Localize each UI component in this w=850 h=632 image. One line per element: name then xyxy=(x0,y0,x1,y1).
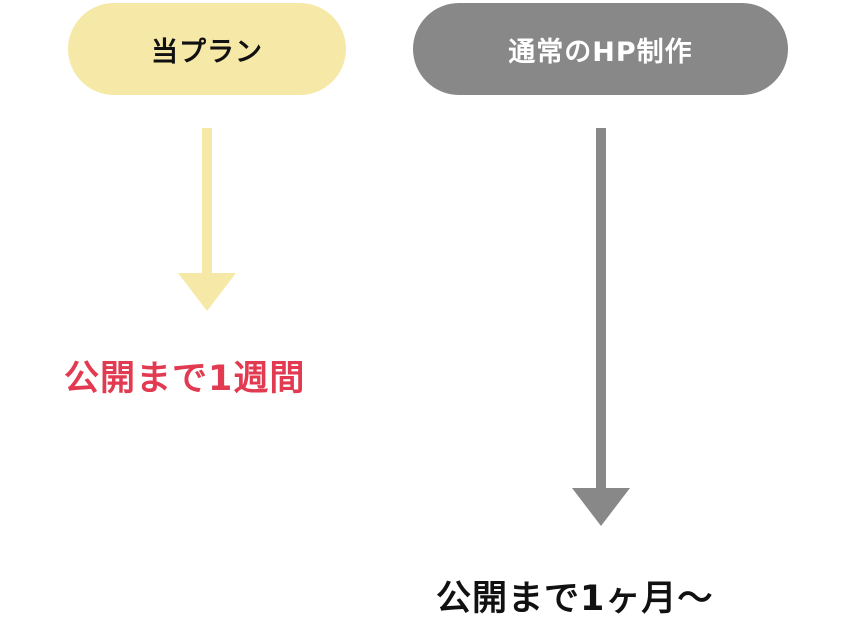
normal-plan-result: 公開まで1ヶ月〜 xyxy=(436,579,714,619)
our-plan-result: 公開まで1週間 xyxy=(64,359,306,399)
our-plan-arrow-shaft xyxy=(202,128,212,276)
normal-plan-label: 通常のHP制作 xyxy=(508,36,693,68)
normal-plan-pill: 通常のHP制作 xyxy=(413,3,788,95)
normal-plan-arrow-shaft xyxy=(596,128,606,490)
our-plan-pill: 当プラン xyxy=(68,3,346,95)
normal-plan-arrow-head xyxy=(572,488,630,526)
our-plan-arrow-head xyxy=(178,273,236,311)
our-plan-label: 当プラン xyxy=(151,36,263,68)
